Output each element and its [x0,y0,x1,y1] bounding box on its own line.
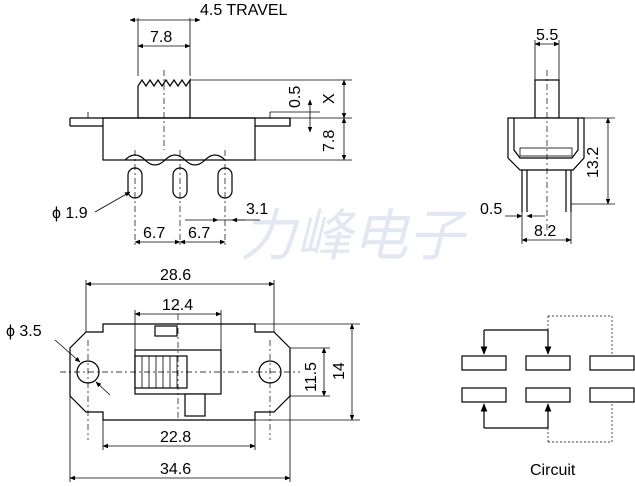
top-view: 28.6 12.4 ϕ 3.5 11.5 14 22.8 34.6 [6,267,360,482]
top-height-inner-dim: 11.5 [303,362,320,392]
knob-width-dim: 7.8 [150,29,172,46]
top-inner-width-dim: 28.6 [160,267,191,284]
pin-offset-dim: 3.1 [246,201,268,218]
side-pin-thickness-dim: 0.5 [480,201,502,218]
pin-pitch-right-dim: 6.7 [188,225,210,242]
travel-dim: 4.5 TRAVEL [200,2,288,19]
pin-pitch-left-dim: 6.7 [143,225,165,242]
hole-pitch-dim: 22.8 [160,429,191,446]
pin-diameter-dim: ϕ 1.9 [52,205,88,222]
hole-diameter-dim: ϕ 3.5 [6,323,42,340]
circuit-diagram: Circuit [461,315,635,479]
side-pin-span-dim: 8.2 [534,223,556,240]
top-height-outer-dim: 14 [331,362,348,380]
circuit-label: Circuit [530,462,576,479]
front-view: 4.5 TRAVEL 7.8 0.5 X 7.8 ϕ 1.9 6.7 6.7 3… [52,2,352,248]
body-height-dim: 7.8 [321,130,338,152]
overall-length-dim: 34.6 [160,461,191,478]
side-top-width-dim: 5.5 [536,27,558,44]
watermark-text: 力峰电子 [240,204,468,269]
knob-gap-dim: 0.5 [287,86,304,108]
knob-x-dim: X [321,93,338,104]
side-view: 5.5 13.2 0.5 8.2 [480,27,615,244]
slot-width-dim: 12.4 [162,297,193,314]
side-height-dim: 13.2 [585,147,602,178]
